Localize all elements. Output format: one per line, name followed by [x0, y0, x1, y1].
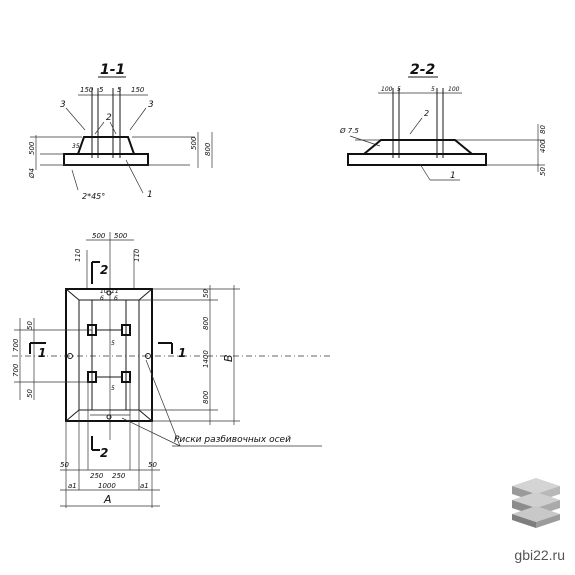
callout-1-s22: 1 [450, 171, 456, 181]
callout-2-s22: 2 [424, 109, 429, 118]
plan-bottom-1000: 1000 [98, 482, 116, 490]
dim-5-left: 5 [99, 86, 104, 94]
dim-50: 50 [539, 167, 547, 176]
dim-150-right: 150 [131, 86, 145, 94]
plan-dim-A: A [103, 493, 112, 506]
plan-lbl-11: 11 [111, 288, 119, 295]
cut-1-right: 1 [178, 346, 186, 360]
plan-dim-110-left: 110 [74, 248, 82, 262]
plan-right-50: 50 [202, 289, 210, 298]
dim-800: 800 [204, 142, 212, 156]
plan-bottom-50-right: 50 [148, 461, 157, 469]
callout-2: 2 [106, 113, 112, 123]
cut-2-bottom: 2 [100, 446, 108, 460]
plan-lbl-10: 10 [100, 288, 108, 295]
plan-dim-500-right: 500 [114, 232, 128, 240]
plan-bottom-a1-left: a1 [68, 482, 77, 490]
plan-lbl-6b: 6 [114, 295, 118, 302]
dim-phi75: Ø 7.5 [339, 127, 359, 135]
callout-3-right: 3 [148, 100, 154, 110]
plan-left-700-bottom: 700 [12, 363, 20, 377]
plan-left-50-top: 50 [26, 321, 34, 330]
plan-dim-110-right: 110 [133, 248, 141, 262]
plan-bottom-a1-right: a1 [140, 482, 149, 490]
chamfer-note: 2*45° [82, 192, 105, 201]
plan-lbl-5b: 5 [111, 385, 115, 392]
plan-right-1400: 1400 [202, 350, 210, 368]
dim-80: 80 [539, 125, 547, 134]
axis-mark-top [106, 290, 112, 296]
axis-mark-bottom [106, 414, 112, 420]
plan-bottom-250-right: 250 [112, 472, 126, 480]
dim-100-left: 100 [381, 86, 393, 93]
cut-2-top: 2 [100, 263, 108, 277]
plan-lbl-5a: 5 [111, 340, 115, 347]
stacked-blocks-logo [512, 478, 560, 528]
section-1-1: 1-1 150 5 5 150 3 2 3 35 500 Ø4 [28, 62, 213, 201]
plan-view: 500 500 110 110 2 10 11 6 6 5 5 [12, 232, 330, 508]
dim-35: 35 [72, 143, 80, 150]
dim-phi4: Ø4 [28, 168, 36, 179]
dim-500-left: 500 [28, 141, 36, 155]
plan-right-800-top: 800 [202, 316, 210, 330]
dim-5b: 5 [431, 86, 435, 93]
callout-1: 1 [147, 190, 153, 200]
site-watermark: gbi22.ru [514, 547, 565, 563]
axes-note: Риски разбивочных осей [174, 435, 291, 445]
plan-dim-500-left: 500 [92, 232, 106, 240]
plan-lbl-6a: 6 [100, 295, 104, 302]
section-1-1-title: 1-1 [100, 62, 125, 78]
plan-right-800-bottom: 800 [202, 390, 210, 404]
axis-mark-left [67, 353, 73, 359]
dim-100-right: 100 [448, 86, 460, 93]
dim-500-right: 500 [190, 136, 198, 150]
axis-mark-right [145, 353, 151, 359]
section-2-2-title: 2-2 [410, 62, 435, 78]
plan-dim-B: B [222, 354, 235, 362]
plan-bottom-50-left: 50 [60, 461, 69, 469]
cut-1-left: 1 [38, 346, 46, 360]
plan-left-700-top: 700 [12, 338, 20, 352]
dim-150-left: 150 [80, 86, 94, 94]
callout-3-left: 3 [60, 100, 66, 110]
plan-left-50-bottom: 50 [26, 389, 34, 398]
section-2-2: 2-2 100 5 5 100 2 Ø 7.5 80 400 50 1 [339, 62, 547, 181]
dim-400: 400 [539, 139, 547, 153]
plan-bottom-250-left: 250 [90, 472, 104, 480]
